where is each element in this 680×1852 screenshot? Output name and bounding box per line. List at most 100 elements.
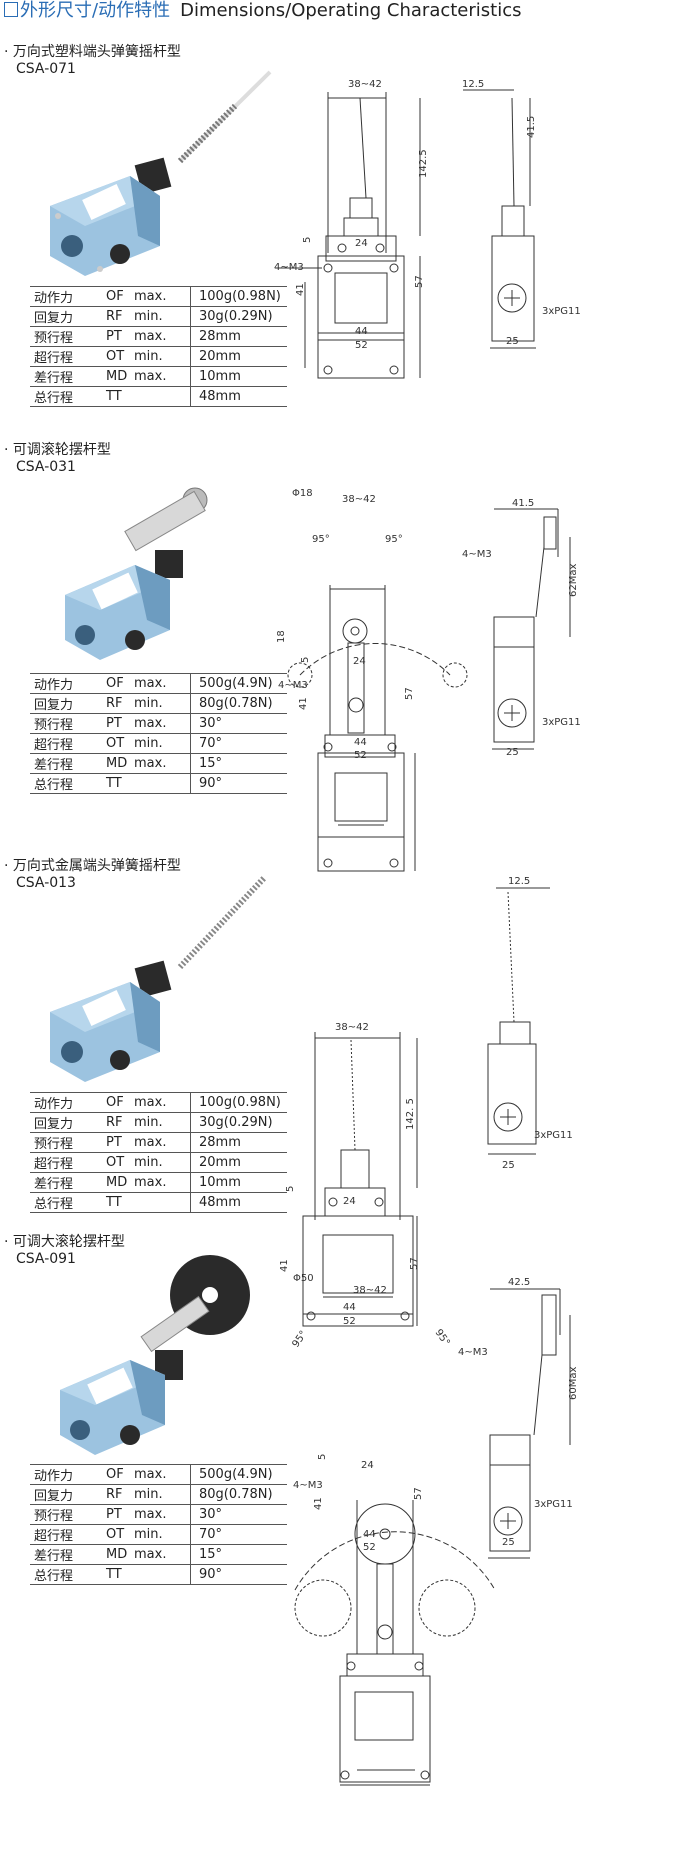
spec-value: 80g(0.78N) bbox=[190, 693, 287, 714]
spec-code: PT bbox=[106, 1135, 122, 1150]
spec-label: 总行程 bbox=[30, 1564, 106, 1585]
spec-label: 超行程 bbox=[30, 346, 106, 367]
dim-41: 41 bbox=[298, 697, 309, 710]
product-model: CSA-091 bbox=[16, 1251, 76, 1267]
dim-side-w: 25 bbox=[506, 336, 519, 347]
dim-height: 142. 5 bbox=[405, 1098, 416, 1130]
spec-label: 总行程 bbox=[30, 1192, 106, 1213]
dim-44: 44 bbox=[354, 737, 367, 748]
spec-label: 预行程 bbox=[30, 1132, 106, 1153]
product-title: · 可调大滚轮摆杆型 CSA-091 bbox=[4, 1234, 125, 1267]
spec-code: OT bbox=[106, 1155, 125, 1170]
spec-label: 动作力 bbox=[30, 1092, 106, 1113]
dim-57: 57 bbox=[404, 687, 415, 700]
spec-code: TT bbox=[106, 389, 122, 404]
dim-top: 38~42 bbox=[353, 1285, 387, 1296]
dim-side-m3: 4~M3 bbox=[462, 549, 492, 560]
dim-side-top: 12.5 bbox=[508, 876, 530, 887]
spec-value: 30g(0.29N) bbox=[190, 1112, 287, 1133]
spec-limit: max. bbox=[134, 1467, 167, 1482]
dim-side-w: 25 bbox=[502, 1160, 515, 1171]
dim-24: 24 bbox=[353, 656, 366, 667]
dim-5: 5 bbox=[285, 1186, 296, 1192]
dim-pg: 3xPG11 bbox=[534, 1130, 573, 1141]
spec-label: 预行程 bbox=[30, 326, 106, 347]
spec-label: 差行程 bbox=[30, 1544, 106, 1565]
dim-44: 44 bbox=[343, 1302, 356, 1313]
dim-top: 38~42 bbox=[342, 494, 376, 505]
spec-limit: max. bbox=[134, 756, 167, 771]
spec-limit: max. bbox=[134, 1175, 167, 1190]
spec-limit: min. bbox=[134, 1487, 163, 1502]
spec-limit: max. bbox=[134, 329, 167, 344]
header-title-zh: 外形尺寸/动作特性 bbox=[20, 0, 171, 21]
spec-value: 500g(4.9N) bbox=[190, 673, 287, 694]
dim-angle-right: 95° bbox=[385, 534, 403, 545]
spec-value: 48mm bbox=[190, 386, 287, 407]
product-name: 可调滚轮摆杆型 bbox=[12, 442, 111, 458]
dim-41: 41 bbox=[279, 1259, 290, 1272]
spec-value: 15° bbox=[190, 753, 287, 774]
dim-41: 41 bbox=[313, 1497, 324, 1510]
dim-52: 52 bbox=[354, 750, 367, 761]
spec-limit: min. bbox=[134, 1527, 163, 1542]
product-name: 万向式金属端头弹簧摇杆型 bbox=[12, 858, 181, 874]
spec-label: 回复力 bbox=[30, 1484, 106, 1505]
spec-value: 10mm bbox=[190, 366, 287, 387]
spec-code: OT bbox=[106, 349, 125, 364]
spec-limit: max. bbox=[134, 369, 167, 384]
spec-value: 90° bbox=[190, 773, 287, 794]
spec-limit: max. bbox=[134, 1135, 167, 1150]
spec-code: PT bbox=[106, 1507, 122, 1522]
spec-label: 动作力 bbox=[30, 673, 106, 694]
spec-limit: max. bbox=[134, 1547, 167, 1562]
dim-18: 18 bbox=[276, 630, 287, 643]
product-photo bbox=[65, 487, 208, 660]
spec-limit: max. bbox=[134, 1095, 167, 1110]
dim-m3: 4~M3 bbox=[274, 262, 304, 273]
spec-code: MD bbox=[106, 1547, 128, 1562]
dim-24: 24 bbox=[343, 1196, 356, 1207]
spec-label: 回复力 bbox=[30, 1112, 106, 1133]
spec-code: OT bbox=[106, 1527, 125, 1542]
spec-value: 100g(0.98N) bbox=[190, 1092, 287, 1113]
spec-code: OF bbox=[106, 1095, 124, 1110]
spec-value: 20mm bbox=[190, 346, 287, 367]
spec-code: TT bbox=[106, 1195, 122, 1210]
product-model: CSA-071 bbox=[16, 61, 76, 77]
dim-phi: Φ50 bbox=[293, 1273, 314, 1284]
dim-angle-left: 95° bbox=[312, 534, 330, 545]
dim-phi: Φ18 bbox=[292, 488, 313, 499]
spec-limit: max. bbox=[134, 289, 167, 304]
dim-side-w: 25 bbox=[502, 1537, 515, 1548]
dim-pg: 3xPG11 bbox=[534, 1499, 573, 1510]
dim-44: 44 bbox=[355, 326, 368, 337]
product-title: · 万向式塑料端头弹簧摇杆型 CSA-071 bbox=[4, 44, 181, 77]
spec-label: 预行程 bbox=[30, 1504, 106, 1525]
dim-57: 57 bbox=[413, 1487, 424, 1500]
spec-value: 48mm bbox=[190, 1192, 287, 1213]
spec-label: 回复力 bbox=[30, 693, 106, 714]
spec-limit: max. bbox=[134, 716, 167, 731]
dim-pg: 3xPG11 bbox=[542, 717, 581, 728]
spec-label: 回复力 bbox=[30, 306, 106, 327]
spec-value: 500g(4.9N) bbox=[190, 1464, 287, 1485]
dim-52: 52 bbox=[355, 340, 368, 351]
